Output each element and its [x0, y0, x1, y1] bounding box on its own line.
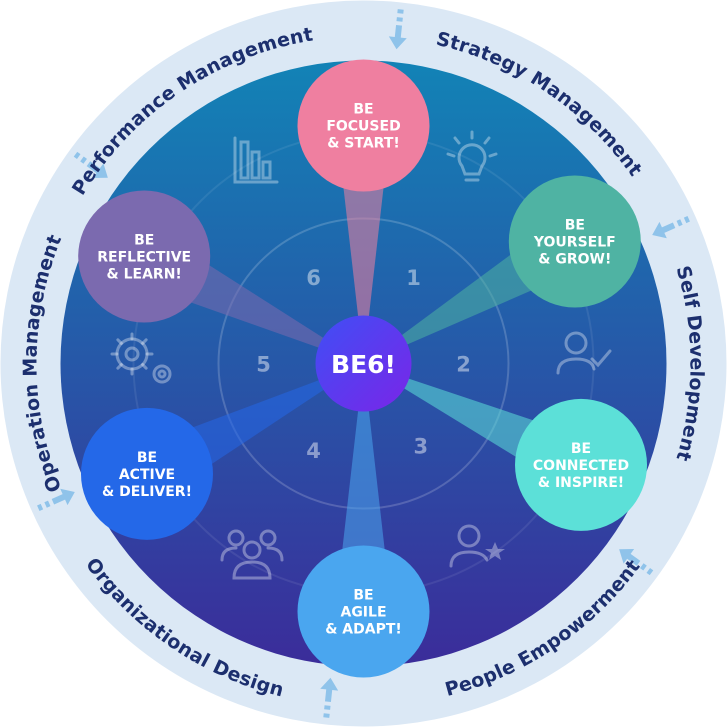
- bubble-label-line: & DELIVER!: [102, 484, 192, 500]
- team-icon: [220, 529, 284, 580]
- ring-arrow-4: [37, 488, 75, 512]
- sector-number-4: 4: [306, 439, 321, 463]
- sector-number-6: 6: [306, 266, 321, 290]
- lightbulb-icon: [446, 130, 498, 182]
- beam-3: [363, 363, 563, 474]
- ring-arrow-2: [619, 549, 654, 576]
- ring-arrow-3: [320, 677, 339, 718]
- sector-number-3: 3: [414, 434, 429, 458]
- beam-2: [363, 236, 560, 364]
- bubble-label-line: YOURSELF: [533, 235, 616, 251]
- bar-chart-icon: [233, 136, 279, 184]
- ring-arrow-6: [652, 215, 690, 239]
- ring-arrows: [37, 9, 690, 718]
- bubble-label-line: & START!: [327, 136, 400, 152]
- ring-arrow-1: [388, 9, 407, 50]
- bubble-label-line: BE: [353, 588, 373, 604]
- sector-number-1: 1: [406, 266, 421, 290]
- gears-icon: [110, 332, 172, 384]
- bubble-label-line: & LEARN!: [107, 267, 182, 283]
- bubble-label-line: REFLECTIVE: [97, 250, 191, 266]
- sector-number-5: 5: [256, 353, 271, 377]
- bubble-label-line: BE: [353, 102, 373, 118]
- beams: [161, 156, 563, 581]
- person-star-icon: [449, 524, 505, 568]
- sector-number-2: 2: [456, 353, 471, 377]
- bubble-label-line: & ADAPT!: [325, 622, 402, 638]
- ring-arrow-5: [73, 151, 108, 178]
- sector-icons: [110, 130, 612, 580]
- bubble-label-line: ACTIVE: [119, 467, 175, 483]
- person-check-icon: [556, 331, 612, 375]
- beam-6: [161, 248, 364, 364]
- beam-5: [163, 363, 364, 482]
- beam-1: [339, 156, 388, 364]
- beam-4: [338, 363, 389, 581]
- center-label: BE6!: [331, 350, 396, 379]
- bubble-label-line: & INSPIRE!: [538, 475, 624, 491]
- bubble-label-line: BE: [134, 233, 154, 249]
- sector-numbers: 1 2 3 4 5 6: [256, 266, 471, 463]
- bubble-label-line: FOCUSED: [326, 119, 400, 135]
- center-bubble: BE6!: [315, 315, 412, 412]
- bubble-label-line: BE: [137, 450, 157, 466]
- bubble-label-line: BE: [565, 218, 585, 234]
- bubble-label-line: CONNECTED: [533, 458, 629, 474]
- bubble-label-line: AGILE: [340, 605, 386, 621]
- bubble-label-line: & GROW!: [538, 252, 611, 268]
- bubble-label-line: BE: [571, 441, 591, 457]
